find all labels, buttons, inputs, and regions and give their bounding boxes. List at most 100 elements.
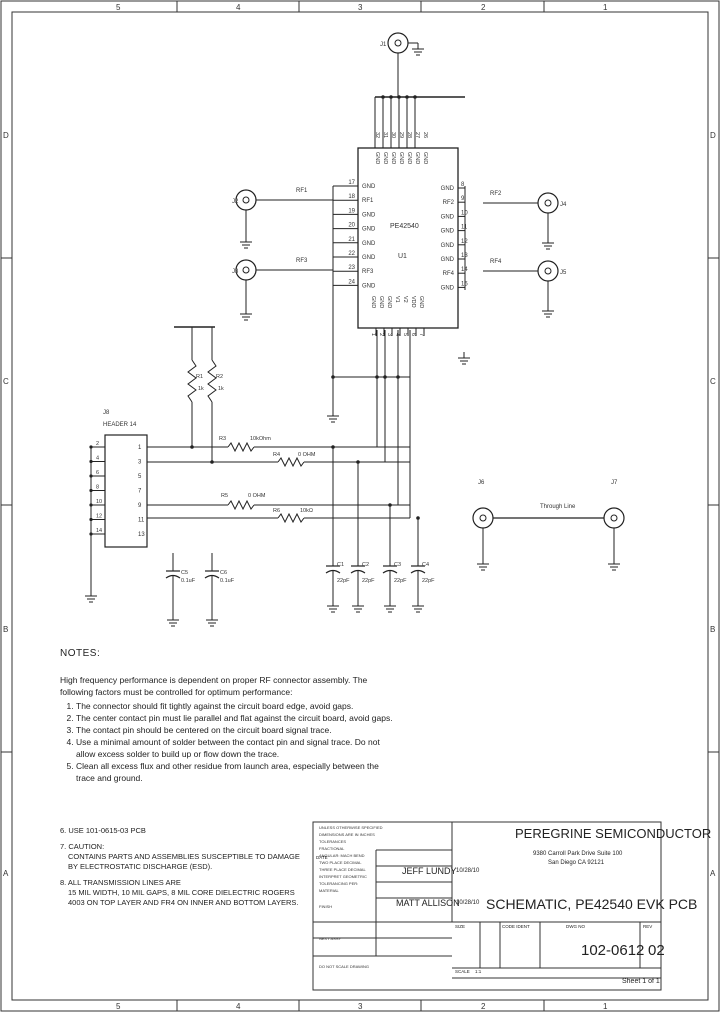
ic-top-pin-number: 28 [406, 132, 412, 138]
ic-pin-number: 32 [374, 132, 380, 138]
ic-pin-number: 31 [382, 132, 388, 138]
ic-bottom-pin: GND [386, 296, 392, 308]
ic-pin-number: 24 [348, 279, 355, 285]
col-label: 3 [358, 1002, 363, 1011]
rev-label: REV [643, 924, 653, 929]
ic-bottom-pin-number: 3 [386, 333, 392, 336]
header-pin-number: 7 [138, 489, 142, 495]
ic-pin-name: GND [414, 152, 420, 164]
capacitor-plate [165, 574, 181, 579]
ic-bottom-pin-number: 4 [394, 333, 400, 336]
row-label: B [3, 625, 8, 634]
ic-top-pin-number: 29 [398, 132, 404, 138]
ic-top-pin-number: 30 [390, 132, 396, 138]
j2-label: J2 [232, 199, 239, 205]
ic-pin-name: GND [422, 152, 428, 164]
r5-ref: R5 [221, 493, 228, 499]
sheet-number: Sheet 1 of 1 [622, 978, 660, 985]
ic-pin-number: 1 [370, 333, 376, 336]
tb-fine-print: UNLESS OTHERWISE SPECIFIED [319, 825, 383, 830]
capacitor-ref: C6 [220, 570, 227, 576]
header-pin-number: 5 [138, 474, 142, 480]
ic-pin-number: 27 [414, 132, 420, 138]
header-pin-number: 11 [138, 518, 145, 524]
ic-pin-number: 8 [461, 182, 465, 188]
notes-section: NOTES: High frequency performance is dep… [60, 648, 400, 784]
header-pin-number: 2 [96, 441, 99, 447]
ic-top-pin-number: 31 [382, 132, 388, 138]
j7-label: J7 [611, 480, 618, 486]
ic-bottom-pin: V2 [402, 296, 408, 303]
capacitor-ref: C3 [394, 562, 401, 568]
notes-item: Clean all excess flux and other residue … [76, 760, 400, 784]
drawn-by: JEFF LUNDY [402, 866, 457, 876]
tb-fine-print: TOLERANCES [319, 839, 346, 844]
connector-j1: J1 [374, 32, 465, 148]
control-traces: R3 R4 R5 R6 [147, 330, 411, 524]
junction-dot [356, 460, 360, 464]
ic-pin-name: RF4 [443, 271, 455, 277]
drawing-title: SCHEMATIC, PE42540 EVK PCB [486, 896, 698, 912]
document-number: 102-0612 [581, 942, 645, 959]
ic-pin-number: 20 [348, 223, 355, 229]
ic-bottom-pin-number: 7 [418, 333, 424, 336]
col-label: 4 [236, 3, 241, 12]
notes-intro: High frequency performance is dependent … [60, 675, 368, 697]
j1-label: J1 [380, 42, 387, 48]
ic-pin-name: GND [362, 212, 376, 218]
col-label: 1 [603, 1002, 608, 1011]
capacitor-value: 22pF [362, 578, 375, 584]
capacitor-ref: C2 [362, 562, 369, 568]
ic-pin-number: 21 [348, 237, 355, 243]
r6-ref: R6 [273, 508, 280, 514]
ground-symbol [166, 613, 180, 627]
row-label: D [710, 131, 716, 140]
notes-item: The center contact pin must lie parallel… [76, 712, 400, 724]
ic-pin-name: GND [441, 186, 455, 192]
resistor-value: 10kΩ [300, 508, 313, 514]
ic-top-pin-number: 32 [374, 132, 380, 138]
rf3-label: RF3 [296, 258, 308, 264]
connector-j2: J2 RF1 [232, 188, 333, 249]
tb-fine-print: NEXT ASSY [319, 936, 341, 941]
r3-ref: R3 [219, 436, 226, 442]
header-pin-number: 10 [96, 499, 102, 505]
ic-pin-name: GND [441, 214, 455, 220]
capacitor-value: 0.1uF [181, 578, 196, 584]
junction-dot [331, 445, 335, 449]
ground-symbol [326, 599, 340, 613]
ground-symbol [351, 599, 365, 613]
j6-label: J6 [478, 480, 485, 486]
ic-bottom-pin-number: 1 [370, 333, 376, 336]
ic-bottom-pin: GND [378, 296, 384, 308]
capacitor-plate [204, 574, 220, 579]
ic-pin-name: GND [441, 229, 455, 235]
ic-pin-name: GND [441, 257, 455, 263]
ic-pin-name: GND [418, 296, 424, 308]
ic-pin-number: 26 [422, 132, 428, 138]
ic-bottom-pin-number: 5 [402, 333, 408, 336]
size-label: SIZE [455, 924, 466, 929]
capacitor-value: 22pF [394, 578, 407, 584]
capacitor-plate [350, 569, 366, 574]
header-pin-number: 6 [96, 470, 99, 476]
capacitor-value: 22pF [422, 578, 435, 584]
header-pin-number: 13 [138, 532, 145, 538]
ic-pin-number: 28 [406, 132, 412, 138]
ic-pin-name: RF1 [362, 198, 374, 204]
tb-fine-print: FINISH [319, 904, 332, 909]
ground-symbol [383, 599, 397, 613]
note-8-body: 15 MIL WIDTH, 10 MIL GAPS, 8 MIL CORE DI… [68, 888, 299, 907]
tb-fine-print: TOLERANCING PER: [319, 881, 358, 886]
ic-top-pin: GND [374, 152, 380, 164]
capacitor-ref: C4 [422, 562, 429, 568]
tb-fine-print: FRACTIONAL [319, 846, 345, 851]
